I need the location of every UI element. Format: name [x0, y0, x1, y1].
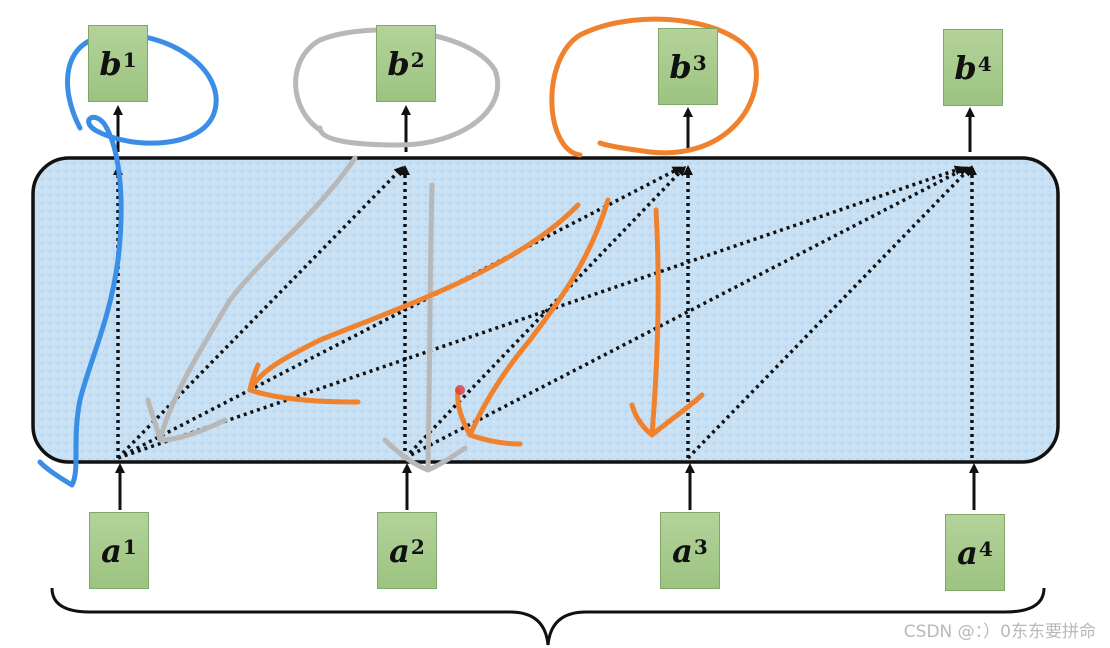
- conn-a1-b4: [117, 165, 965, 460]
- conn-a1-b2: [116, 165, 405, 460]
- bottom-brace: [50, 587, 1046, 646]
- annotation-b2: [145, 27, 501, 473]
- output-arrows: [113, 105, 975, 152]
- conn-a2-b4: [404, 166, 969, 460]
- dotted-connections: [113, 165, 977, 460]
- conn-a3-b4: [686, 165, 973, 460]
- input-arrows: [115, 463, 979, 510]
- cursor-dot: [455, 385, 465, 395]
- watermark-text: CSDN @：）0东东要拼命: [903, 622, 1096, 642]
- conn-a1-b3: [117, 166, 683, 460]
